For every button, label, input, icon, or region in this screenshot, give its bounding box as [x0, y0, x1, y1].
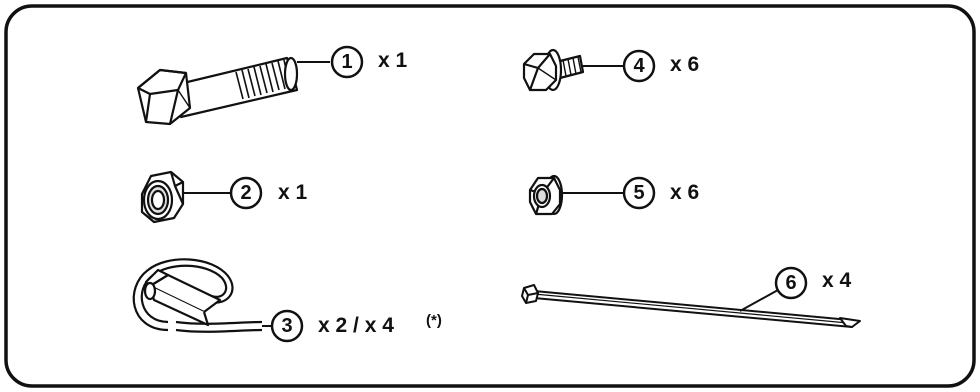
callout-circle-6 — [774, 266, 808, 300]
quantity-label-2: x 1 — [278, 181, 308, 204]
callout-circle-1 — [330, 45, 364, 79]
callout-circle-5 — [622, 176, 656, 210]
quantity-label-5: x 6 — [670, 181, 700, 204]
callout-circle-4 — [622, 49, 656, 83]
callout-number-3: 3 — [281, 315, 293, 337]
hitch-pin-clip-icon — [132, 258, 263, 333]
quantity-label-4: x 6 — [670, 53, 700, 76]
quantity-label-1: x 1 — [378, 49, 408, 72]
callout-number-2: 2 — [240, 182, 252, 204]
leader-line-6 — [739, 289, 779, 312]
callout-number-6: 6 — [785, 272, 797, 294]
cable-tie-icon — [521, 284, 861, 328]
callout-circle-2 — [229, 176, 263, 210]
callout-number-4: 4 — [633, 55, 645, 77]
lock-nut-icon — [140, 170, 185, 224]
hex-bolt-icon — [136, 56, 299, 126]
quantity-note-3: (*) — [426, 312, 442, 329]
flange-nut-icon — [528, 174, 564, 216]
quantity-label-6: x 4 — [822, 269, 852, 292]
callout-circle-3 — [270, 309, 304, 343]
quantity-label-3: x 2 / x 4 — [318, 314, 394, 337]
callout-number-5: 5 — [633, 182, 645, 204]
flange-bolt-icon — [522, 48, 585, 92]
callout-number-1: 1 — [341, 51, 353, 73]
